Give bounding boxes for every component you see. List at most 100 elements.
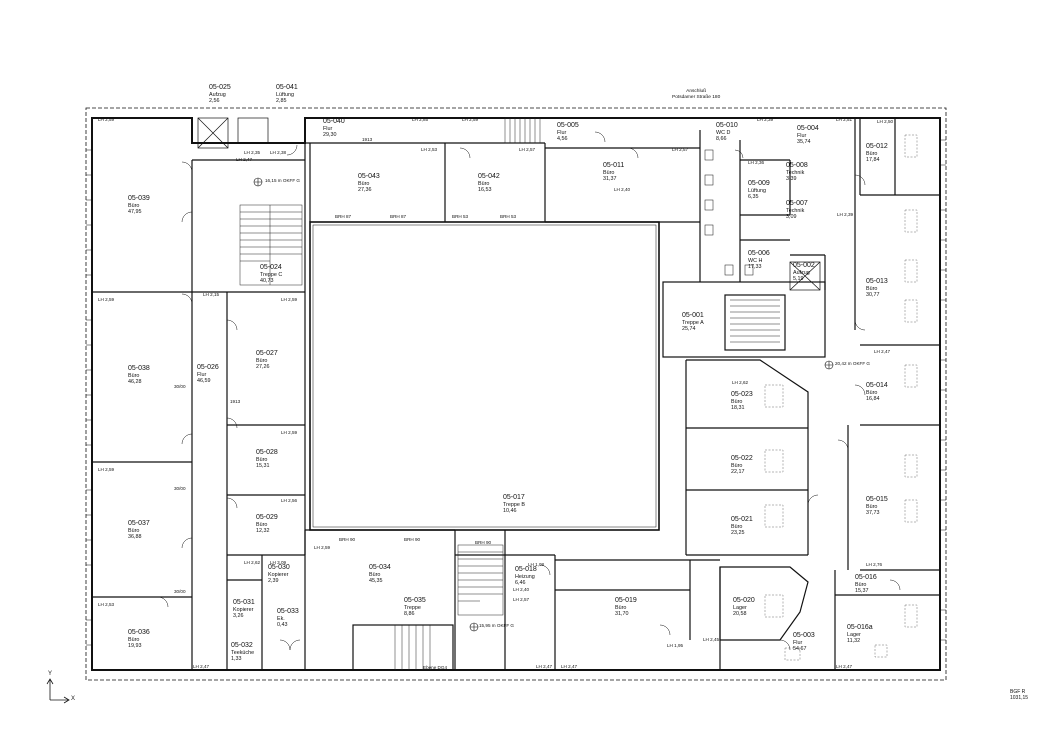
annotation-lh7: LH 2,50 bbox=[877, 119, 894, 124]
room-id: 05-007 bbox=[786, 200, 808, 207]
room-name: Heizung bbox=[515, 574, 535, 580]
room-name: Technik bbox=[786, 208, 805, 214]
annotation-lh36: LH 2,76 bbox=[866, 562, 883, 567]
room-name: Büro bbox=[603, 170, 615, 176]
annotation-brh6: BRH 90 bbox=[404, 537, 421, 542]
room-id: 05-038 bbox=[128, 365, 150, 372]
annotation-okff2: 20,42 m OKFF G bbox=[835, 361, 870, 366]
annotation-brh7: BRH 90 bbox=[475, 540, 492, 545]
room-id: 05-011 bbox=[603, 162, 625, 169]
room-id: 05-029 bbox=[256, 514, 278, 521]
annotation-l3000b: 30/00 bbox=[174, 486, 186, 491]
room-id: 05-016a bbox=[847, 624, 873, 631]
interior-walls bbox=[92, 118, 940, 671]
annotation-brh3: BRH 53 bbox=[452, 214, 469, 219]
room-id: 05-005 bbox=[557, 122, 579, 129]
annotation-lh30: LH 2,45 bbox=[703, 637, 720, 642]
room-area: 15,31 bbox=[256, 463, 270, 470]
annotation-ebene: Ebene DG4 bbox=[423, 665, 448, 670]
room-id: 05-006 bbox=[748, 250, 770, 257]
room-id: 05-036 bbox=[128, 629, 150, 636]
room-name: Lüftung bbox=[276, 92, 294, 98]
room-id: 05-024 bbox=[260, 264, 282, 271]
elevator-shafts bbox=[197, 117, 821, 291]
room-name: Büro bbox=[731, 463, 743, 469]
room-id: 05-003 bbox=[793, 632, 815, 639]
room-area: 45,35 bbox=[369, 578, 383, 585]
room-id: 05-026 bbox=[197, 364, 219, 371]
room-area: 2,39 bbox=[268, 578, 279, 585]
room-name: Treppe B bbox=[503, 502, 525, 508]
room-id: 05-002 bbox=[793, 262, 815, 269]
room-id: 05-017 bbox=[503, 494, 525, 501]
room-name: Büro bbox=[256, 457, 268, 463]
annotation-lh28: LH 2,40 bbox=[513, 587, 530, 592]
annotation-lh8: LH 2,57 bbox=[519, 147, 536, 152]
annotation-lh2: LH 2,85 bbox=[412, 117, 429, 122]
axis-y-label: Y bbox=[48, 671, 53, 677]
room-id: 05-039 bbox=[128, 195, 150, 202]
room-area: 12,32 bbox=[256, 528, 270, 535]
room-id: 05-009 bbox=[748, 180, 770, 187]
annotation-lh35: LH 2,47 bbox=[561, 664, 578, 669]
room-id: 05-037 bbox=[128, 520, 150, 527]
room-name: Büro bbox=[478, 181, 490, 187]
room-id: 05-032 bbox=[231, 642, 253, 649]
room-area: 17,84 bbox=[866, 157, 880, 164]
annotation-l3000a: 30/00 bbox=[174, 384, 186, 389]
room-id: 05-001 bbox=[682, 312, 704, 319]
street-header: Anschluß Potsdamer Straße 180 bbox=[672, 89, 720, 101]
room-name: Büro bbox=[358, 181, 370, 187]
room-area: 8,86 bbox=[404, 611, 415, 618]
room-area: 16,53 bbox=[478, 187, 492, 194]
room-id: 05-041 bbox=[276, 84, 298, 91]
room-name: Büro bbox=[128, 528, 140, 534]
room-name: Büro bbox=[128, 373, 140, 379]
room-area: 35,74 bbox=[797, 139, 811, 146]
annotation-lh27: LH 1,08 bbox=[528, 562, 545, 567]
room-name: Büro bbox=[128, 203, 140, 209]
room-name: Aufzug bbox=[793, 270, 810, 276]
courtyard bbox=[309, 221, 660, 531]
room-area: 2,85 bbox=[276, 98, 287, 105]
room-name: Büro bbox=[256, 358, 268, 364]
annotation-lh4: LH 2,35 bbox=[244, 150, 261, 155]
room-area: 16,84 bbox=[866, 396, 880, 403]
room-id: 05-042 bbox=[478, 173, 500, 180]
annotation-lh29: LH 2,57 bbox=[513, 597, 530, 602]
annotation-lh37: LH 2,47 bbox=[836, 664, 853, 669]
room-name: Flur bbox=[557, 130, 567, 136]
annotation-lh25: LH 2,62 bbox=[244, 560, 261, 565]
annotation-lh15: LH 2,39 bbox=[837, 212, 854, 217]
wc-fixtures bbox=[704, 149, 754, 276]
room-name: Büro bbox=[855, 582, 867, 588]
annotation-brh2: BRH 87 bbox=[390, 214, 407, 219]
room-id: 05-018 bbox=[515, 566, 537, 573]
annotation-lh6: LH 2,51 bbox=[836, 117, 853, 122]
room-area: 46,28 bbox=[128, 379, 142, 386]
room-name: Flur bbox=[197, 372, 207, 378]
room-area: 19,93 bbox=[128, 643, 142, 650]
annotation-lh31: LH 1,95 bbox=[667, 643, 684, 648]
room-name: Ek. bbox=[277, 616, 285, 622]
